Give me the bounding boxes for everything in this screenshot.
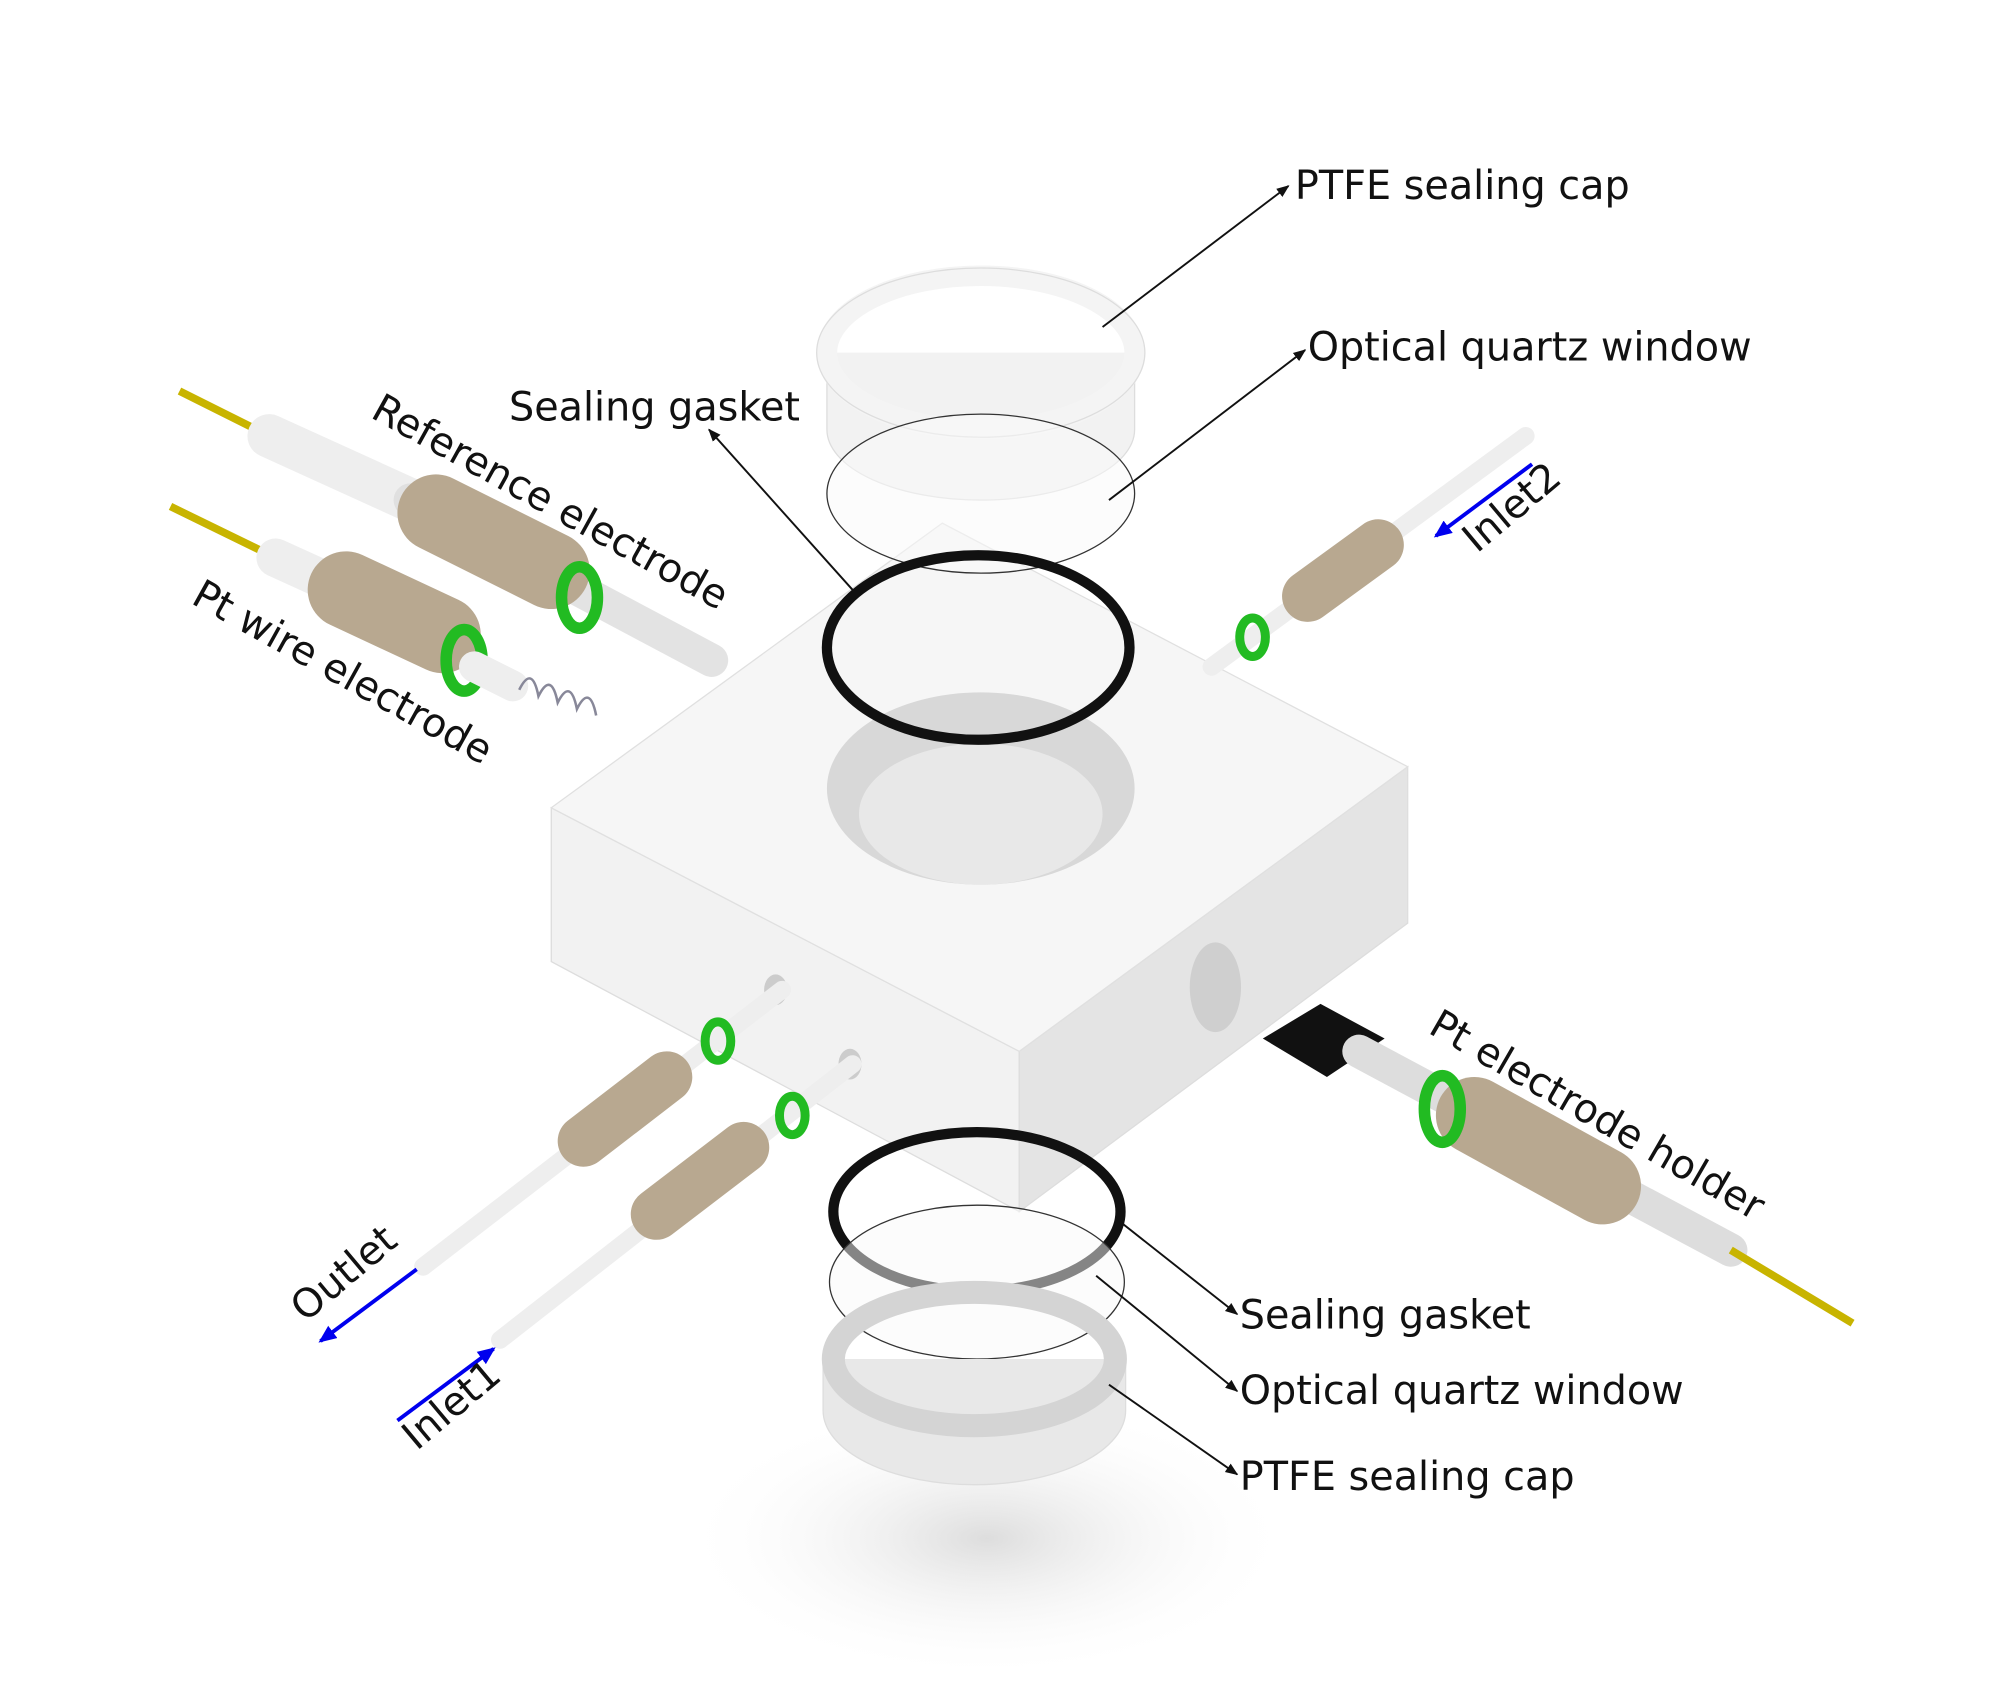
label-ptfe-cap-top: PTFE sealing cap (1295, 163, 1630, 209)
inlet2-tube (1202, 426, 1535, 676)
cell-body (550, 522, 1409, 1213)
outlet-flow-arrow (318, 1267, 418, 1343)
inlet1-tube (491, 1055, 862, 1349)
inlet2-flow-arrow (1433, 462, 1534, 538)
pt-electrode-holder-part (1262, 1003, 1855, 1327)
flow-arrows (318, 462, 1534, 1423)
label-outlet: Outlet (282, 1216, 406, 1330)
outlet-tube (414, 980, 792, 1276)
top-sealing-gasket (821, 550, 1135, 745)
floor-shadow (679, 1397, 1295, 1680)
label-gasket-top: Sealing gasket (509, 385, 800, 431)
top-quartz-window (826, 413, 1136, 574)
pt-wire-electrode-part (168, 503, 598, 716)
reference-electrode-part (177, 387, 729, 677)
label-inlet1: Inlet1 (394, 1351, 510, 1459)
label-ptfe-cap-bottom: PTFE sealing cap (1240, 1454, 1575, 1500)
inlet1-flow-arrow (396, 1347, 496, 1423)
bottom-ptfe-cap (821, 1280, 1127, 1486)
label-quartz-bottom: Optical quartz window (1240, 1368, 1684, 1414)
leader-lines (708, 185, 1307, 1476)
label-quartz-top: Optical quartz window (1308, 324, 1752, 370)
label-gasket-bottom: Sealing gasket (1240, 1292, 1531, 1338)
